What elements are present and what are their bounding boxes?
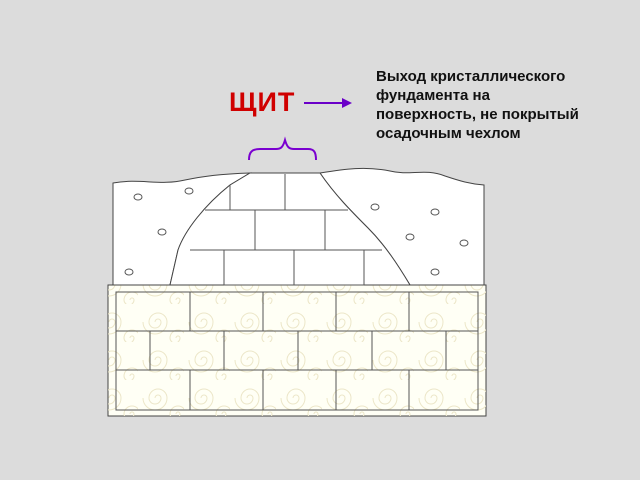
brace-icon xyxy=(249,140,316,160)
caption-line: осадочным чехлом xyxy=(376,124,626,143)
caption-text: Выход кристаллического фундамента на пов… xyxy=(376,67,626,143)
shield-label: ЩИТ xyxy=(229,87,295,118)
caption-line: поверхность, не покрытый xyxy=(376,105,626,124)
crystalline-foundation xyxy=(108,285,486,416)
caption-line: Выход кристаллического xyxy=(376,67,626,86)
arrow-right-icon xyxy=(304,98,352,108)
caption-line: фундамента на xyxy=(376,86,626,105)
